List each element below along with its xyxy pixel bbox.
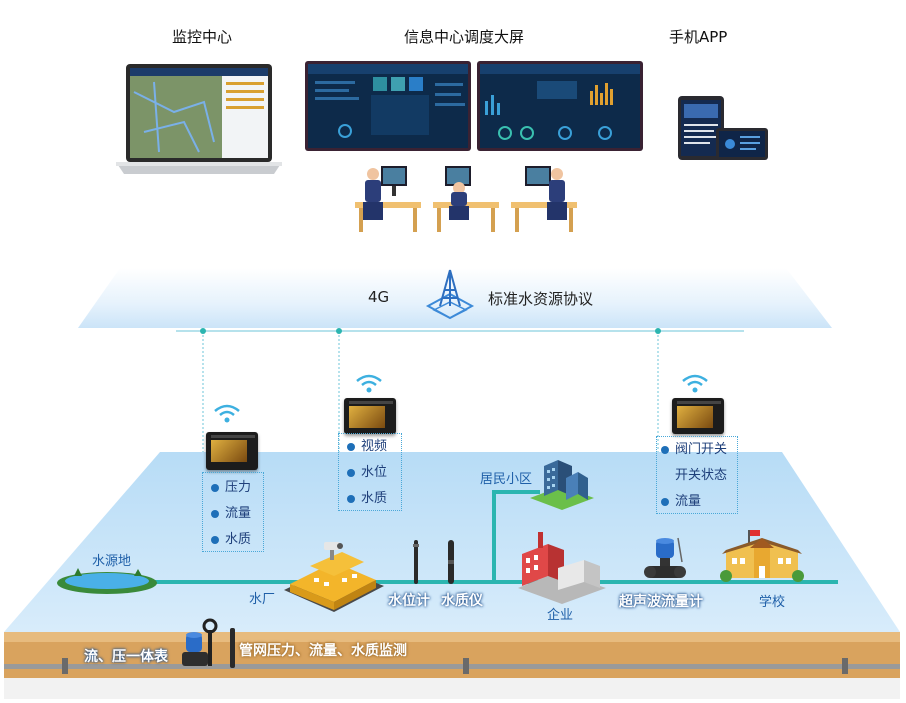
school-building <box>720 530 804 586</box>
flow-pressure-meter <box>180 612 240 674</box>
residential-label: 居民小区 <box>480 472 533 487</box>
ultrasonic-label: 超声波流量计 <box>619 594 703 610</box>
param-item: 水质 <box>211 527 263 553</box>
param-item: 开关状态 <box>675 468 728 483</box>
wifi-icon <box>354 372 384 394</box>
water-level-sensor <box>412 540 420 586</box>
protocol-label: 标准水资源协议 <box>488 290 594 308</box>
mobile-app-label: 手机APP <box>669 28 728 46</box>
param-item: 水质 <box>347 486 401 512</box>
school-label: 学校 <box>759 595 786 610</box>
param-item: 阀门开关 <box>661 437 737 463</box>
quality-meter-label: 水质仪 <box>441 593 483 609</box>
device-2-params: 视频 水位 水质 <box>338 433 402 511</box>
param-item: 水位 <box>347 460 401 486</box>
water-source-label: 水源地 <box>92 554 132 569</box>
device-3-params: 阀门开关 开关状态 流量 <box>656 436 738 514</box>
flow-pressure-label: 流、压一体表 <box>84 649 168 665</box>
gateway-device-2 <box>344 398 396 434</box>
residential-buildings <box>530 460 594 512</box>
operators-illustration <box>355 162 577 234</box>
laptop-image <box>114 62 284 180</box>
pipe-monitor-label: 管网压力、流量、水质监测 <box>239 643 407 659</box>
water-plant-label: 水厂 <box>249 592 276 607</box>
mobile-devices-image <box>678 96 770 162</box>
device-1-params: 压力 流量 水质 <box>202 472 264 552</box>
param-item: 视频 <box>347 434 401 460</box>
param-item: 压力 <box>211 475 263 501</box>
water-quality-sensor <box>446 540 456 586</box>
level-meter-label: 水位计 <box>388 593 430 609</box>
enterprise-label: 企业 <box>547 608 574 623</box>
tower-icon <box>424 266 476 322</box>
ultrasonic-flowmeter <box>644 536 686 586</box>
water-source-pond <box>54 566 160 596</box>
param-item: 流量 <box>661 489 737 515</box>
param-item: 流量 <box>211 501 263 527</box>
wifi-icon <box>212 402 242 424</box>
dispatch-big-screen <box>305 61 643 151</box>
big-screen-label: 信息中心调度大屏 <box>404 28 525 46</box>
wifi-icon <box>680 372 710 394</box>
gateway-device-1 <box>206 432 258 470</box>
monitor-center-label: 监控中心 <box>172 28 233 46</box>
gateway-device-3 <box>672 398 724 434</box>
water-plant-building <box>284 540 384 614</box>
network-4g-label: 4G <box>368 288 390 306</box>
ground-strip <box>0 632 906 699</box>
enterprise-factory <box>518 532 606 604</box>
